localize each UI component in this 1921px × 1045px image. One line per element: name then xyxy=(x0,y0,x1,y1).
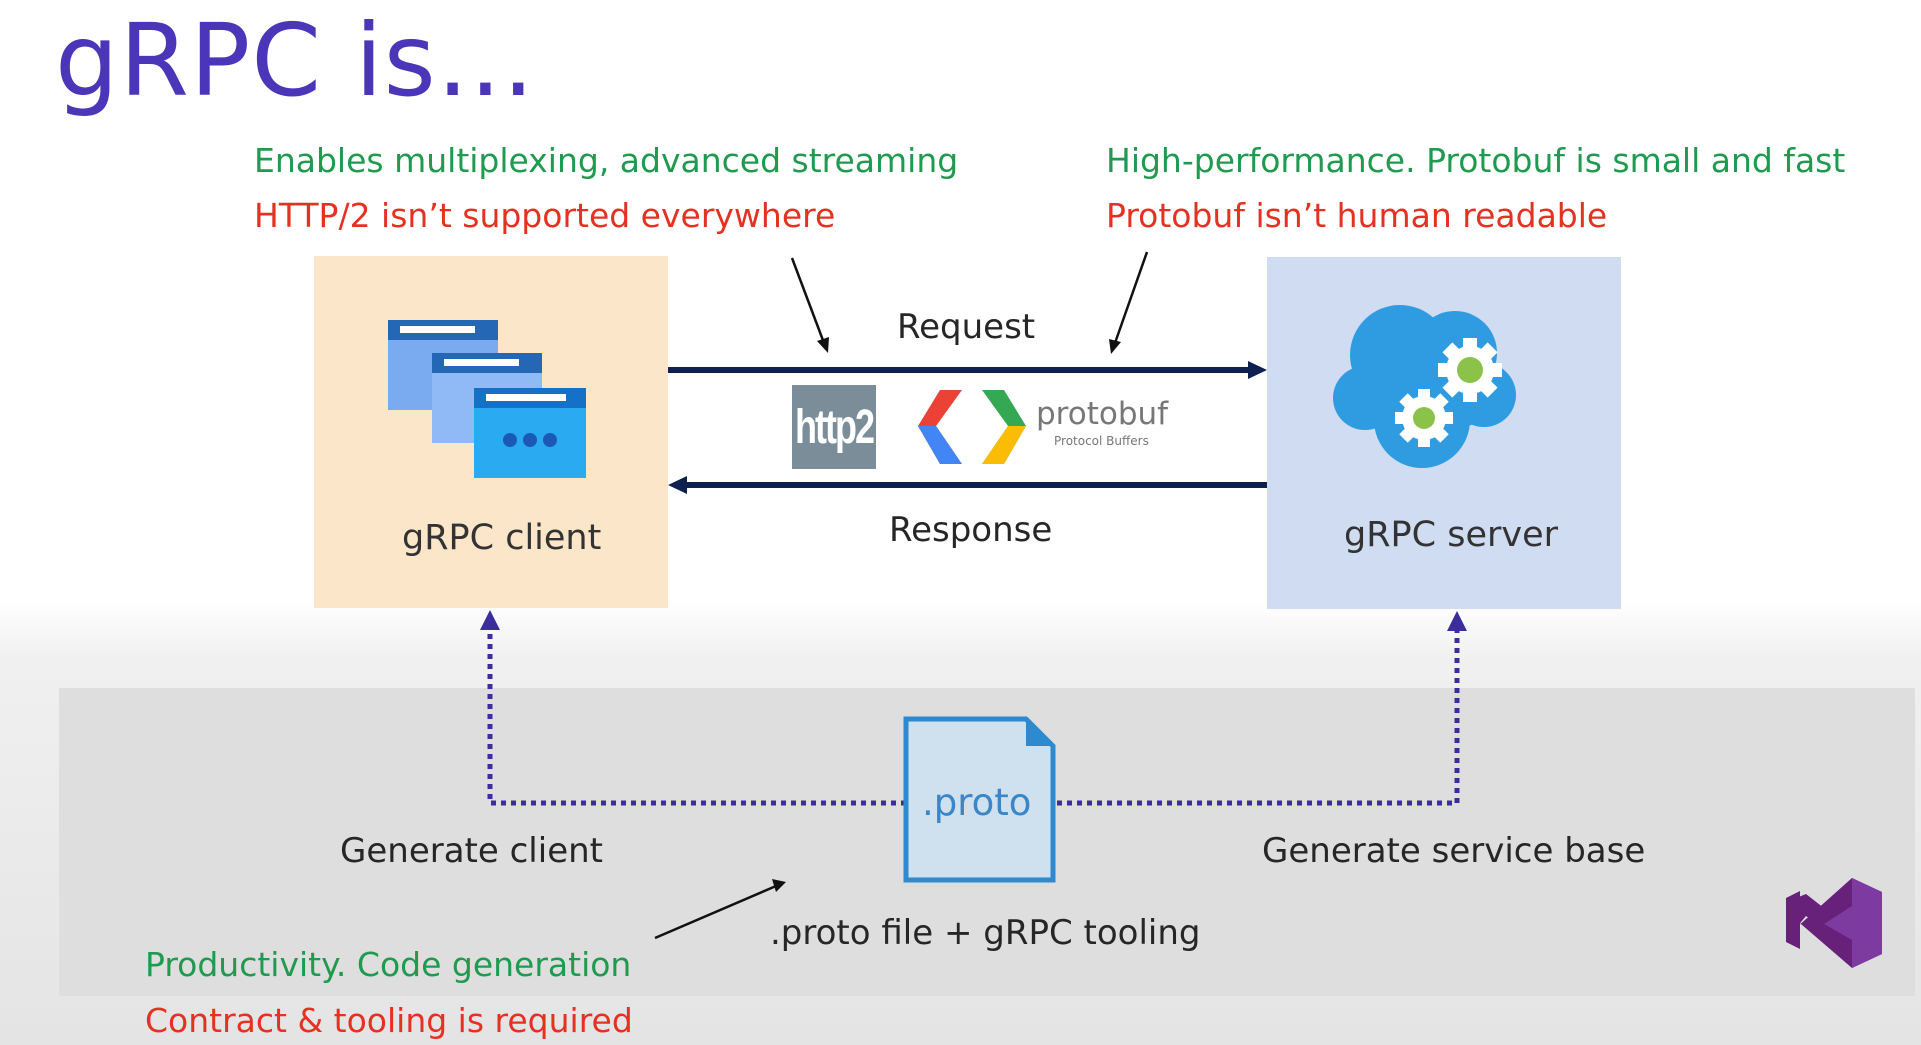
grpc-client-box xyxy=(314,256,668,608)
protobuf-pointer-arrow xyxy=(1113,251,1149,344)
protobuf-con-note: Protobuf isn’t human readable xyxy=(1106,196,1608,235)
generate-client-arrowhead xyxy=(480,610,500,630)
http2-con-note: HTTP/2 isn’t supported everywhere xyxy=(254,196,836,235)
generate-client-line xyxy=(487,625,906,806)
response-arrowhead xyxy=(668,476,687,494)
response-label: Response xyxy=(889,510,1053,550)
request-arrowhead xyxy=(1248,361,1267,379)
tooling-con-note: Contract & tooling is required xyxy=(145,1001,633,1040)
http2-logo: http2 xyxy=(792,385,876,469)
proto-file-label: .proto xyxy=(922,781,1032,824)
tooling-pointer-arrow xyxy=(654,884,777,940)
tooling-pro-note: Productivity. Code generation xyxy=(145,945,632,984)
generate-service-line xyxy=(1057,626,1460,806)
tooling-label: .proto file + gRPC tooling xyxy=(770,913,1201,953)
protobuf-pro-note: High-performance. Protobuf is small and … xyxy=(1106,141,1846,180)
http2-pro-note: Enables multiplexing, advanced streaming xyxy=(254,141,959,180)
slide-title: gRPC is... xyxy=(55,2,536,119)
protobuf-logo-subtitle: Protocol Buffers xyxy=(1054,434,1149,448)
grpc-server-box xyxy=(1267,257,1621,609)
protobuf-logo-text: protobuf xyxy=(1036,396,1169,432)
request-label: Request xyxy=(897,307,1036,347)
generate-service-label: Generate service base xyxy=(1262,831,1646,871)
grpc-client-label: gRPC client xyxy=(402,518,602,558)
browser-windows-icon xyxy=(388,320,586,478)
cloud-gears-icon xyxy=(1333,305,1516,468)
http2-pointer-arrow xyxy=(790,257,826,344)
generate-client-label: Generate client xyxy=(340,831,603,871)
grpc-server-label: gRPC server xyxy=(1344,515,1558,555)
generate-service-arrowhead xyxy=(1447,611,1467,631)
http2-logo-text: http2 xyxy=(795,398,875,454)
